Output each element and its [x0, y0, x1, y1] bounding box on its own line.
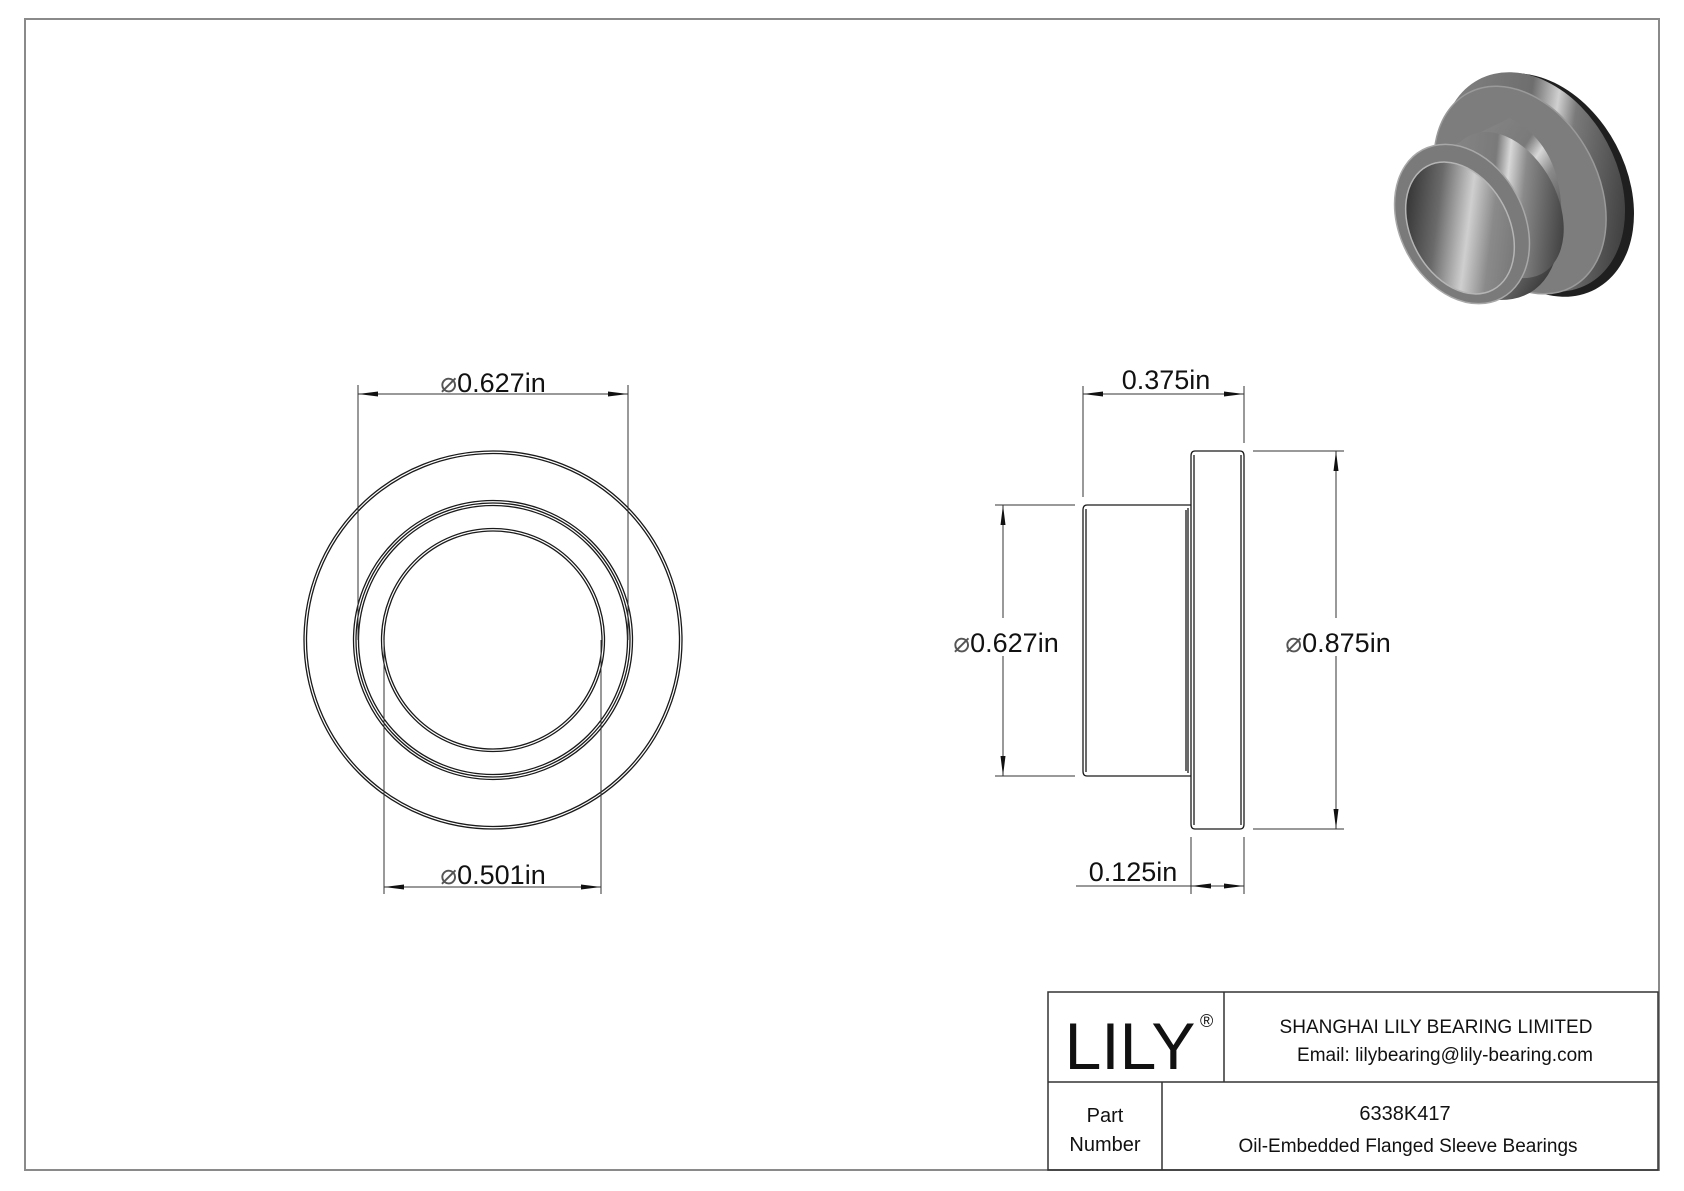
sleeve-outer-circle	[352, 499, 634, 781]
side-sleeve-diameter-label: ⌀0.627in	[953, 627, 1058, 658]
front-view	[303, 450, 683, 830]
title-block	[1047, 991, 1659, 1171]
side-flange-diameter-label: ⌀0.875in	[1285, 627, 1390, 658]
side-sleeve-diameter-dimension	[995, 504, 1075, 777]
part-number-value: 6338K417	[1359, 1103, 1450, 1125]
front-bottom-dimension	[383, 640, 602, 894]
flange-outer-circle	[303, 450, 683, 830]
company-email: Email: lilybearing@lily-bearing.com	[1297, 1045, 1593, 1066]
part-description: Oil-Embedded Flanged Sleeve Bearings	[1238, 1136, 1577, 1157]
bore-circle	[380, 527, 606, 753]
company-logo: LILY	[1065, 1009, 1196, 1083]
company-name: SHANGHAI LILY BEARING LIMITED	[1280, 1017, 1593, 1038]
sheet-border	[24, 18, 1660, 1171]
front-bottom-dimension-label: ⌀0.501in	[440, 859, 545, 890]
sleeve-profile	[1082, 504, 1191, 777]
side-view	[1082, 450, 1245, 830]
part-number-label-line2: Number	[1069, 1134, 1140, 1156]
side-flange-thickness-label: 0.125in	[1089, 857, 1178, 887]
front-top-dimension	[357, 385, 629, 640]
part-number-label-line1: Part	[1087, 1105, 1124, 1127]
side-flange-thickness-dimension	[1076, 837, 1245, 894]
side-flange-diameter-dimension	[1253, 450, 1344, 830]
bearing-3d-render-icon	[1393, 72, 1634, 305]
front-top-dimension-label: ⌀0.627in	[440, 367, 545, 398]
registered-mark: ®	[1200, 1011, 1213, 1031]
side-length-dimension-label: 0.375in	[1122, 365, 1211, 395]
flange-profile	[1190, 450, 1245, 830]
side-length-dimension	[1082, 386, 1245, 497]
